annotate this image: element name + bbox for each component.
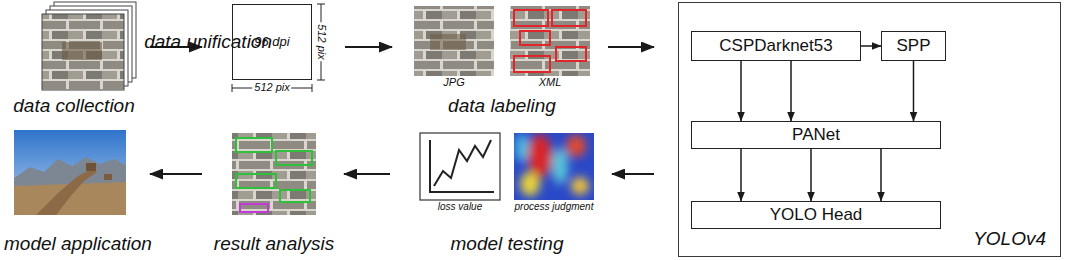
flow-arrow: [612, 173, 654, 175]
loss-curve: [434, 140, 491, 186]
text-slot: YOLOv4: [973, 228, 1046, 250]
heatmap-blobs: [515, 134, 589, 196]
detection-box: [236, 138, 272, 152]
image-label: JPG: [441, 77, 466, 89]
stage-caption: model application: [4, 233, 152, 255]
text-slot: data unification: [144, 31, 272, 53]
stage-image: result analysis: [232, 133, 316, 215]
text-slot: data labeling: [448, 95, 556, 117]
loss-chart-frame: [420, 133, 500, 200]
label-slot: JPG: [441, 77, 466, 89]
heat-blob: [571, 177, 589, 195]
image-label: loss value: [436, 202, 484, 213]
watchtower: [86, 163, 96, 171]
text-slot: model application: [4, 233, 152, 255]
image-label: XML: [537, 77, 564, 89]
image-label: process judgment: [513, 202, 596, 213]
flow-arrow: [345, 46, 392, 48]
text-slot: YOLO Head: [770, 205, 863, 225]
network-block: CSPDarknet53: [691, 31, 861, 61]
heat-blob: [515, 134, 529, 162]
label-slot: loss value: [436, 202, 484, 213]
stage-image: data collection: [42, 2, 136, 90]
text-slot: model testing: [450, 233, 563, 255]
model-frame: CSPDarknet53 SPP PANetYOLO HeadYOLOv4: [678, 2, 1061, 257]
stage-image: model application: [14, 130, 126, 215]
flow-arrow: [150, 173, 202, 175]
detection-box: [280, 190, 310, 202]
stage-image: data labeling: [414, 6, 590, 76]
damaged-brick: [62, 42, 102, 60]
stage-caption: result analysis: [214, 233, 334, 255]
damaged-brick: [430, 34, 466, 50]
watchtower: [104, 174, 112, 180]
flow-arrow: [790, 61, 792, 121]
detection-box: [276, 151, 312, 165]
flow-arrow: [880, 149, 882, 201]
sky: [14, 130, 126, 215]
brick-photo: [510, 6, 590, 76]
dimension-tick: [317, 4, 325, 5]
heatmap: [514, 133, 594, 200]
brick-photo: [232, 133, 316, 215]
image-size-box: 96 dpidata unification: [232, 4, 312, 80]
flow-arrow: [810, 149, 812, 201]
heat-blob: [528, 134, 552, 178]
text-slot: result analysis: [214, 233, 334, 255]
network-block: YOLO Head: [691, 201, 941, 229]
flow-arrow: [344, 173, 390, 175]
label-slot: 512 pix: [252, 82, 291, 94]
flow-arrow: [608, 46, 654, 48]
dimension-tick: [312, 84, 313, 92]
flow-arrow: [861, 45, 881, 47]
frame-title: YOLOv4: [973, 228, 1046, 250]
heat-blob: [520, 172, 540, 196]
stage-caption: data unification: [144, 31, 272, 53]
detection-boxes: [236, 138, 312, 202]
label-boxes: [514, 10, 586, 72]
stage-caption: data labeling: [448, 95, 556, 117]
detection-box: [236, 174, 276, 188]
dimension-label: 512 pix: [315, 22, 327, 61]
brick-photo: [42, 14, 124, 90]
label-slot: XML: [537, 77, 564, 89]
chart-axes: [430, 140, 494, 192]
box-label: YOLO Head: [770, 205, 863, 225]
brick-photo: [414, 6, 494, 76]
stage-caption: data collection: [13, 95, 134, 117]
text-slot: CSPDarknet53: [719, 36, 832, 56]
label-box: [514, 56, 550, 72]
label-slot: process judgment: [513, 202, 596, 213]
text-slot: SPP: [896, 36, 930, 56]
label-box: [514, 10, 548, 26]
label-box: [556, 47, 586, 61]
stage-caption: model testing: [450, 233, 563, 255]
stage-image: model testing: [420, 133, 594, 200]
dimension-tick: [317, 80, 325, 81]
box-label: CSPDarknet53: [719, 36, 832, 56]
label-slot: 512 pix: [315, 22, 327, 61]
label-box: [520, 31, 550, 45]
great-wall: [36, 169, 97, 215]
dimension-label: 512 pix: [252, 82, 291, 94]
box-label: SPP: [896, 36, 930, 56]
text-slot: data collection: [13, 95, 134, 117]
heat-blob: [566, 135, 586, 157]
network-block: PANet: [691, 121, 941, 149]
label-box: [552, 10, 586, 26]
text-slot: PANet: [792, 125, 840, 145]
flow-arrow: [740, 149, 742, 201]
network-block: SPP: [881, 31, 946, 61]
flow-arrow: [740, 61, 742, 121]
detection-box: [240, 204, 268, 212]
dimension-tick: [232, 84, 233, 92]
box-label: PANet: [792, 125, 840, 145]
flow-arrow: [913, 61, 915, 121]
heat-blob: [552, 148, 568, 184]
